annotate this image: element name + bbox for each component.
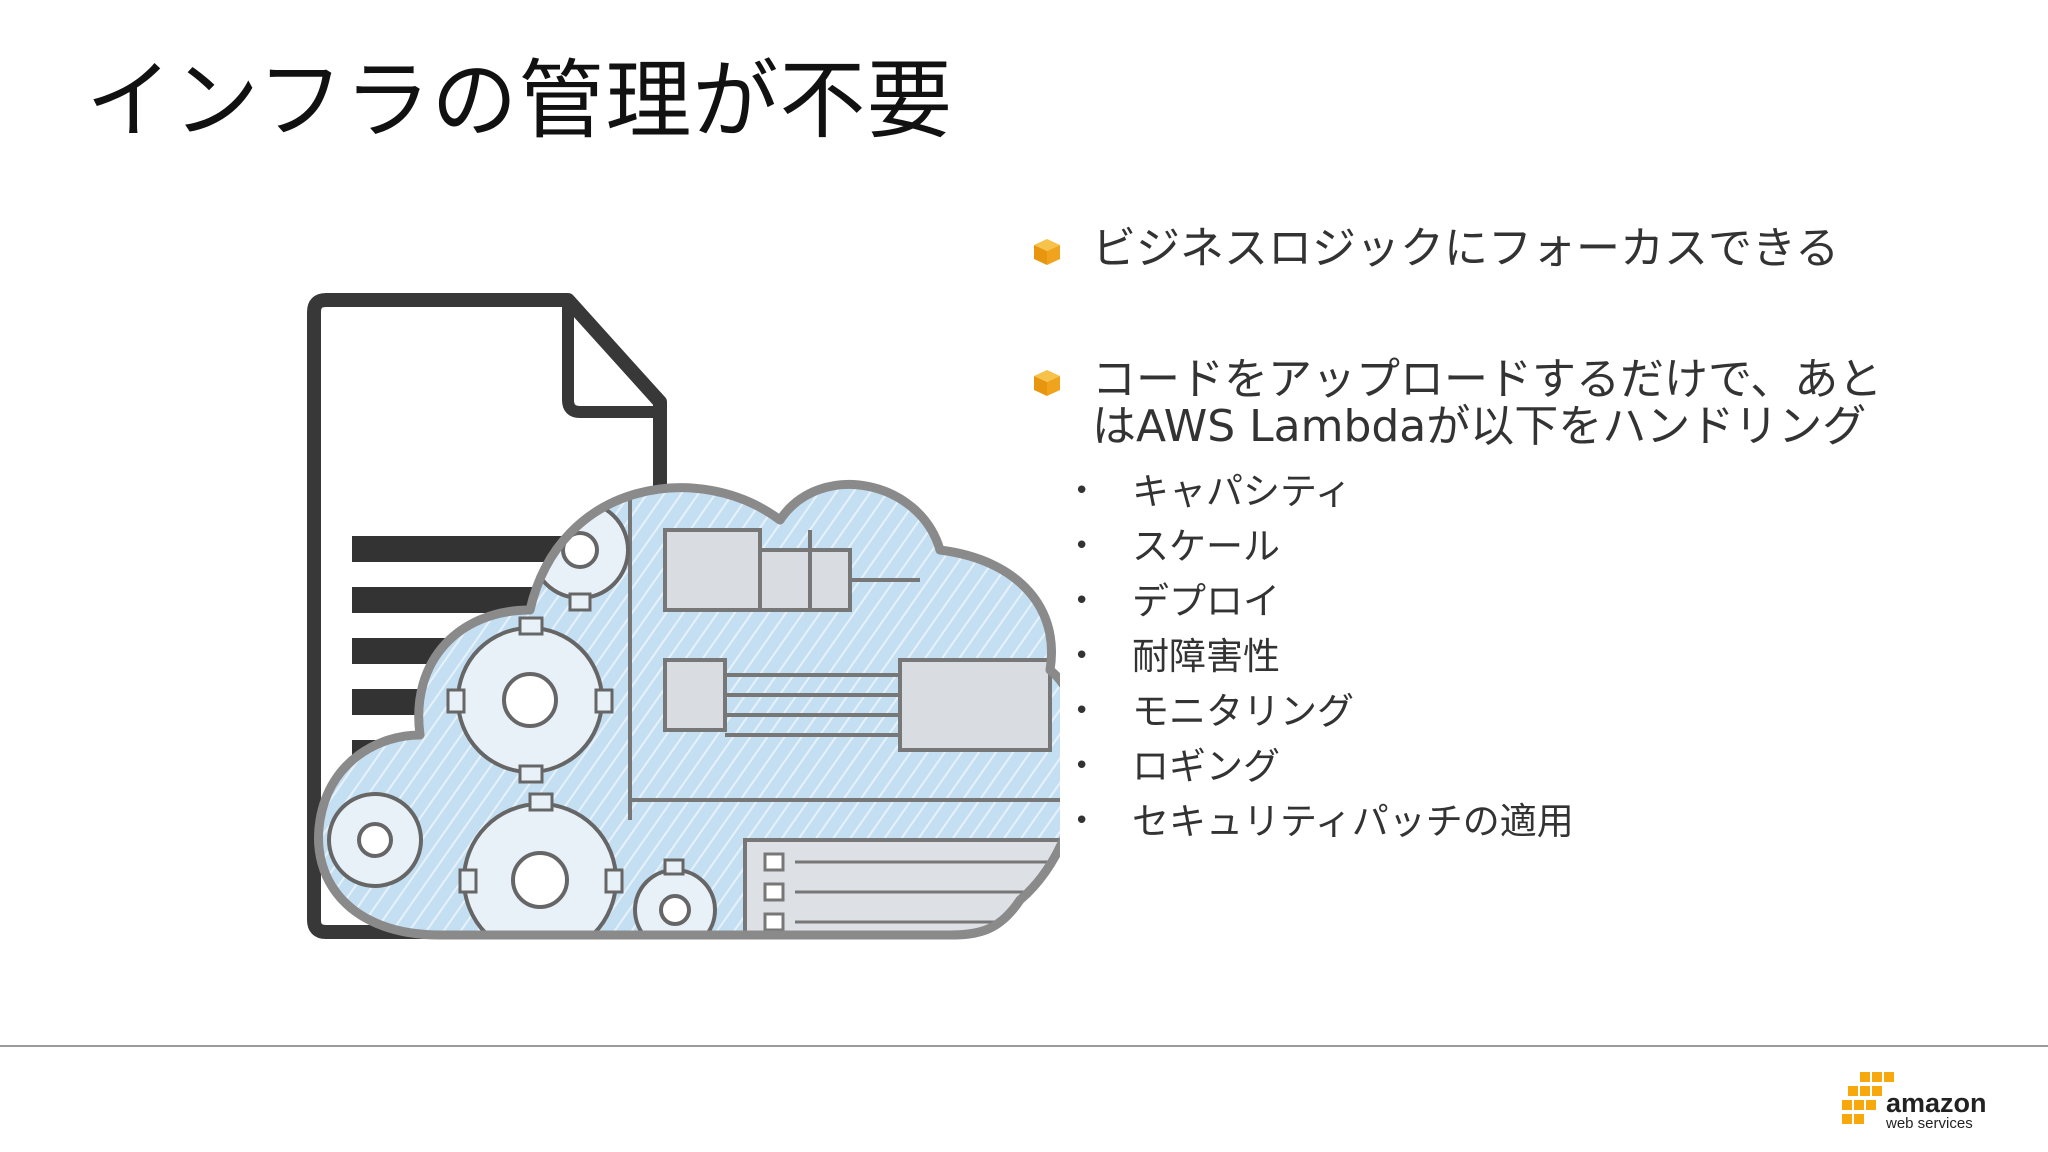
sub-bullet-text: モニタリング xyxy=(1132,690,1354,733)
sub-bullet-text: 耐障害性 xyxy=(1132,635,1280,678)
bullet-dot-icon: • xyxy=(1074,586,1090,616)
logo-word: amazon xyxy=(1886,1088,1987,1118)
sub-bullet-text: デプロイ xyxy=(1132,580,1280,623)
sub-bullet-list: •キャパシティ •スケール •デプロイ •耐障害性 •モニタリング •ロギング … xyxy=(1074,464,2010,849)
bullet-item: ビジネスロジックにフォーカスできる xyxy=(1030,225,2010,272)
sub-bullet-item: • キャパシティ xyxy=(1074,464,2010,519)
gear-icon xyxy=(327,792,423,888)
aws-cube-icon xyxy=(1034,370,1060,396)
bullet-dot-icon: • xyxy=(1074,641,1090,671)
gear-icon xyxy=(456,626,604,774)
aws-cube-icon xyxy=(1034,239,1060,265)
aws-logo: amazon web services xyxy=(1842,1072,1987,1132)
bullet-item: コードをアップロードするだけで、あと はAWS Lambdaが以下をハンドリング xyxy=(1030,356,2010,450)
bullet-dot-icon: • xyxy=(1074,696,1090,726)
sub-bullet-text: スケール xyxy=(1132,525,1280,568)
sub-bullet-text: キャパシティ xyxy=(1132,470,1352,513)
bullet-list: ビジネスロジックにフォーカスできる コードをアップロードするだけで、あと はAW… xyxy=(1030,225,2010,849)
sub-bullet-item: • 耐障害性 xyxy=(1074,629,2010,684)
sub-bullet-item: • スケール xyxy=(1074,519,2010,574)
logo-subword: web services xyxy=(1885,1115,1973,1132)
bullet-dot-icon: • xyxy=(1074,476,1090,506)
bullet-dot-icon: • xyxy=(1074,751,1090,781)
slide-title: インフラの管理が不要 xyxy=(86,51,954,151)
sub-bullet-item: • モニタリング xyxy=(1074,684,2010,739)
gear-icon xyxy=(633,868,717,935)
gear-icon xyxy=(462,802,618,935)
bullet-dot-icon: • xyxy=(1074,806,1090,836)
aws-boxes-icon xyxy=(1842,1072,1894,1124)
footer-divider xyxy=(0,1045,2048,1047)
sub-bullet-item: • デプロイ xyxy=(1074,574,2010,629)
document-cloud-illustration xyxy=(307,293,1060,940)
cloud-icon xyxy=(314,480,1060,940)
bullet-text: ビジネスロジックにフォーカスできる xyxy=(1092,223,1840,274)
bullet-text-line-1: コードをアップロードするだけで、あと xyxy=(1092,354,1883,405)
bullet-dot-icon: • xyxy=(1074,531,1090,561)
sub-bullet-text: セキュリティパッチの適用 xyxy=(1132,800,1574,843)
bullet-text-line-2: はAWS Lambdaが以下をハンドリング xyxy=(1092,401,1867,452)
sub-bullet-item: • ロギング xyxy=(1074,739,2010,794)
sub-bullet-item: • セキュリティパッチの適用 xyxy=(1074,794,2010,849)
sub-bullet-text: ロギング xyxy=(1132,745,1280,788)
